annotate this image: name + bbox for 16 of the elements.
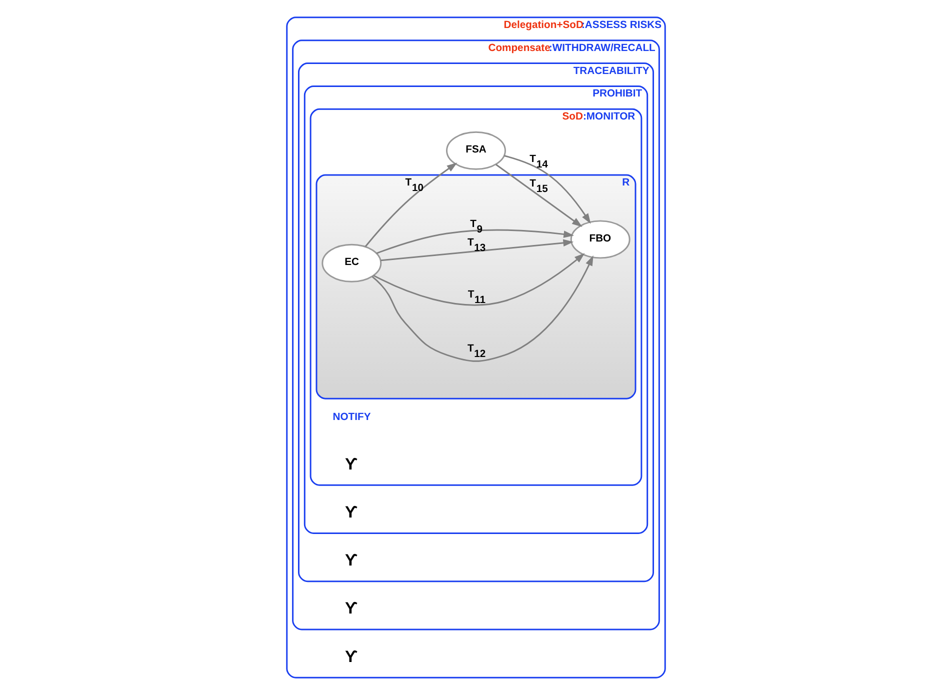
label: ϒ xyxy=(344,455,358,474)
arrow xyxy=(380,239,574,262)
arrow xyxy=(372,253,584,306)
label: ϒ xyxy=(344,600,358,618)
arrow xyxy=(376,229,574,254)
arrow xyxy=(371,255,593,362)
node-ellipse: FSA xyxy=(446,131,506,170)
label: NOTIFY xyxy=(332,412,370,423)
label: ϒ xyxy=(344,552,358,570)
label: ϒ xyxy=(344,648,358,666)
arrow xyxy=(495,164,582,227)
node-ellipse: FBO xyxy=(570,220,630,259)
node-ellipse: EC xyxy=(321,244,382,282)
arrow xyxy=(364,162,457,247)
arrow xyxy=(504,155,590,224)
label: ϒ xyxy=(344,503,358,522)
